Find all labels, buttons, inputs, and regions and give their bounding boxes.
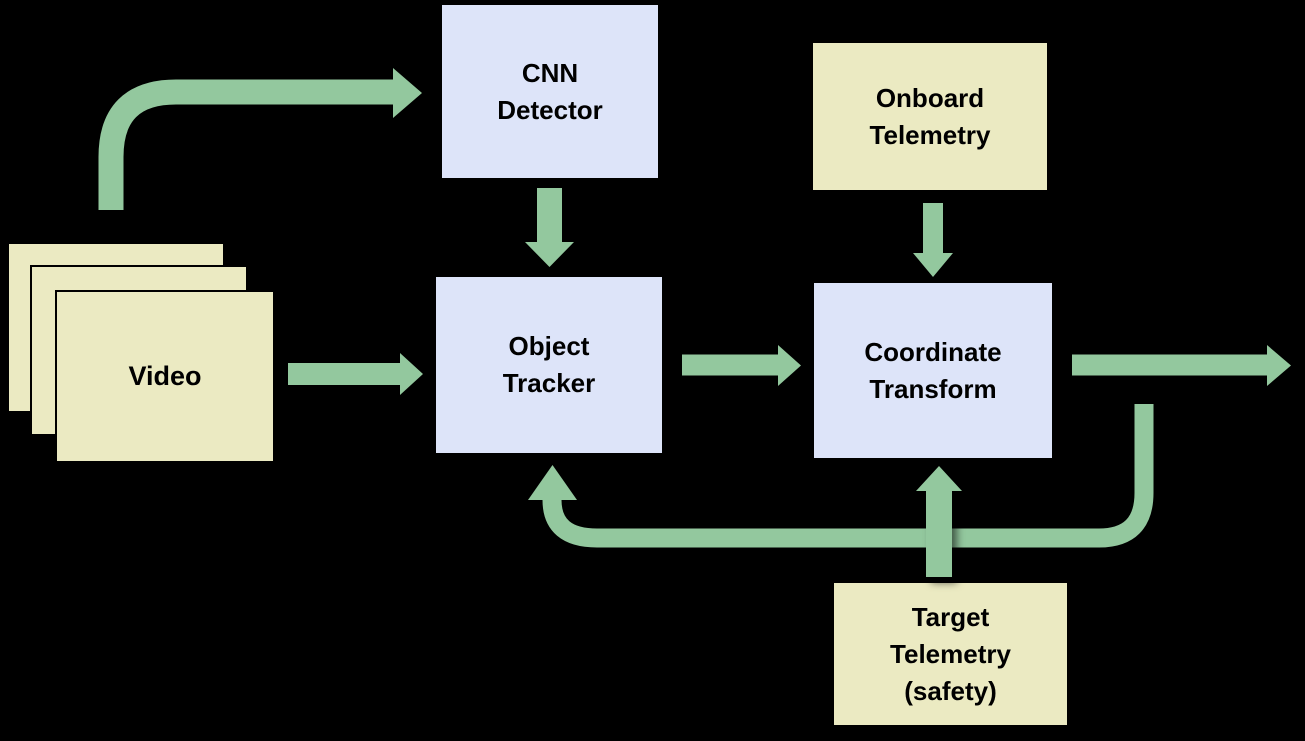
arrow-video-to-object-tracker [288, 353, 423, 395]
arrow-cnn-detector-to-object-tracker [525, 188, 574, 267]
coordinate-transform-label-line2: Transform [869, 373, 997, 404]
onboard-telemetry-label-line2: Telemetry [869, 119, 991, 150]
node-onboard-telemetry: Onboard Telemetry [813, 43, 1047, 190]
arrow-video-to-cnn-detector [98, 68, 422, 210]
target-telemetry-label-line3: (safety) [904, 675, 997, 706]
node-cnn-detector: CNN Detector [442, 5, 658, 178]
arrow-onboard-telemetry-to-coordinate-transform [913, 203, 953, 277]
node-object-tracker: Object Tracker [436, 277, 662, 453]
video-label: Video [128, 361, 202, 391]
cnn-detector-label-line2: Detector [497, 94, 603, 125]
onboard-telemetry-label-line1: Onboard [875, 82, 985, 113]
node-video: Video [55, 290, 275, 463]
arrow-target-telemetry-to-coordinate-transform [916, 466, 962, 577]
coordinate-transform-label-line1: Coordinate [864, 336, 1002, 367]
arrow-object-tracker-to-coordinate-transform [682, 345, 801, 386]
cnn-detector-label-line1: CNN [521, 57, 579, 88]
node-coordinate-transform: Coordinate Transform [814, 283, 1052, 458]
object-tracker-label-line1: Object [508, 331, 590, 361]
target-telemetry-label-line2: Telemetry [890, 638, 1011, 669]
node-target-telemetry: Target Telemetry (safety) [834, 583, 1067, 725]
arrow-coordinate-transform-output [1072, 345, 1291, 386]
object-tracker-label-line2: Tracker [502, 368, 596, 398]
target-telemetry-label-line1: Target [911, 601, 990, 632]
